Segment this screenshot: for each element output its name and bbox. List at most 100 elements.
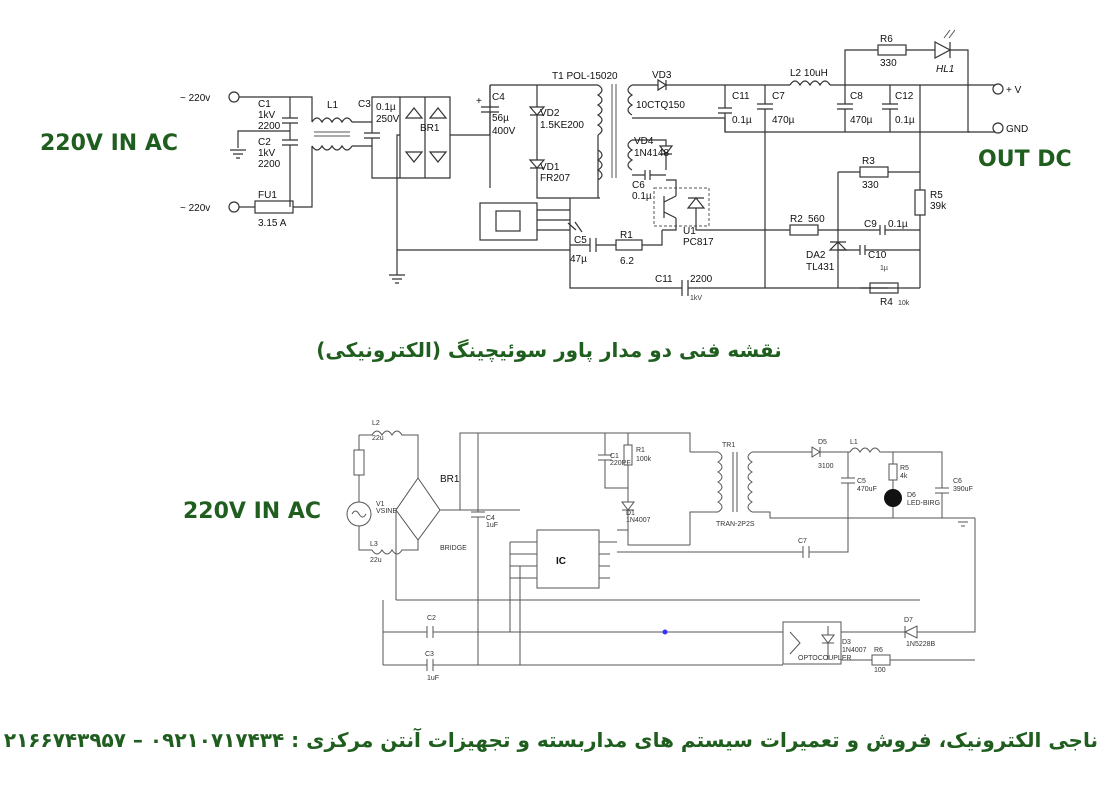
controller-ic [536, 529, 600, 589]
bridge-br1 [399, 96, 451, 179]
u1-value: PC817 [683, 237, 714, 248]
c3-label: C3 [358, 99, 371, 110]
r2-label: R2 [790, 214, 803, 225]
transformer-t1-primary [596, 84, 603, 181]
c11a-label: C11 [732, 91, 750, 102]
ac-terminal-bottom [228, 201, 240, 213]
r3-value: 330 [862, 180, 879, 191]
resistor-r1 [615, 239, 643, 251]
da2-value: TL431 [806, 262, 835, 273]
c11b-value: 2200 [690, 274, 713, 285]
c6b-value: 390uF [953, 486, 973, 493]
circuit-1: ~ 220v ~ 220v FU1 3.15 A C1 1kV 2200 C2 … [180, 29, 1028, 308]
d3-value: 1N4007 [842, 647, 867, 654]
r6b-label: R6 [874, 647, 883, 654]
resistor-r3 [859, 166, 889, 178]
ac-label-top: ~ 220v [180, 93, 210, 104]
r5b-label: R5 [900, 465, 909, 472]
r3-label: R3 [862, 156, 875, 167]
d1b-value: 1N4007 [626, 517, 651, 524]
switching-ic [479, 202, 538, 241]
opto-label: OPTOCOUPLER [798, 655, 852, 662]
c1-value: 2200 [258, 121, 281, 132]
c2-label: C2 [258, 137, 271, 148]
c11b-label: C11 [655, 274, 673, 285]
choke-l1 [311, 117, 353, 151]
l2b-value: 22u [372, 435, 384, 442]
r5-value: 39k [930, 201, 947, 212]
c5b-label: C5 [857, 478, 866, 485]
c1b-label: C1 [610, 453, 619, 460]
caption: نقشه فنی دو مدار پاور سوئیچینگ (الکترونی… [316, 338, 782, 362]
v1-value: VSINE [376, 508, 397, 515]
c11a-value: 0.1µ [732, 115, 752, 126]
c2-value: 2200 [258, 159, 281, 170]
l3-value: 22u [370, 557, 382, 564]
r6-value: 330 [880, 58, 897, 69]
output-terminal-pos [992, 83, 1004, 95]
c5b-value: 470uF [857, 486, 877, 493]
led-d6 [884, 489, 902, 507]
vd1-value: FR207 [540, 173, 570, 184]
resistor-r5 [914, 189, 926, 216]
vd2-value: 1.5KE200 [540, 120, 584, 131]
output-terminal-gnd [992, 122, 1004, 134]
da2-label: DA2 [806, 250, 826, 261]
c2b-label: C2 [427, 615, 436, 622]
r2-value: 560 [808, 214, 825, 225]
c4b-label: C4 [486, 515, 495, 522]
out-gnd-label: GND [1006, 124, 1028, 135]
transformer-tr1 [689, 451, 723, 545]
resistor-r6b [871, 654, 891, 666]
c7b-label: C7 [798, 538, 807, 545]
c6-value: 0.1µ [632, 191, 652, 202]
c7-label: C7 [772, 91, 785, 102]
c7-value: 470µ [772, 115, 795, 126]
r6b-value: 100 [874, 667, 886, 674]
d6-value: LED-BIRG [907, 500, 940, 507]
r1b-label: R1 [636, 447, 645, 454]
r5b-value: 4k [900, 473, 908, 480]
v1-label: V1 [376, 501, 385, 508]
c10-label: C10 [868, 250, 887, 261]
ac-label-bottom: ~ 220v [180, 203, 210, 214]
c8-value: 470µ [850, 115, 873, 126]
c12-label: C12 [895, 91, 914, 102]
optocoupler-u1 [653, 187, 710, 227]
c2-voltage: 1kV [258, 148, 276, 159]
fu1-value: 3.15 A [258, 218, 287, 229]
br1b-value: BRIDGE [440, 545, 467, 552]
tr1-value: TRAN-2P2S [716, 521, 755, 528]
c10-value: 1µ [880, 265, 888, 272]
junction-dot [662, 629, 668, 635]
r6-label: R6 [880, 34, 893, 45]
ac-terminal-top [228, 91, 240, 103]
u1-label: U1 [683, 226, 696, 237]
r1-value: 6.2 [620, 256, 634, 267]
input-label-top: 220V IN AC [40, 131, 179, 156]
c4-plus: + [476, 96, 482, 107]
d7-value: 1N5228B [906, 641, 936, 648]
d1b-label: D1 [626, 510, 635, 517]
l2b-label: L2 [372, 420, 380, 427]
input-label-bottom: 220V IN AC [183, 499, 322, 524]
fuse-symbol [353, 449, 365, 476]
resistor-r5b [888, 463, 898, 481]
c9-value: 0.1µ [888, 219, 908, 230]
c5-label: C5 [574, 235, 587, 246]
br1-label: BR1 [420, 123, 440, 134]
c4-label: C4 [492, 92, 505, 103]
tr1-label: TR1 [722, 442, 735, 449]
out-pos-label: + V [1006, 85, 1022, 96]
vd4-value: 1N4148 [634, 148, 669, 159]
c1b-value: 220PF [610, 460, 631, 467]
c5-value: 47µ [570, 254, 587, 265]
r4-label: R4 [880, 297, 893, 308]
fuse-fu1 [254, 200, 294, 214]
c3b-label: C3 [425, 651, 434, 658]
l1b-label: L1 [850, 439, 858, 446]
t1-label: T1 POL-15020 [552, 71, 618, 82]
l1-label: L1 [327, 100, 339, 111]
